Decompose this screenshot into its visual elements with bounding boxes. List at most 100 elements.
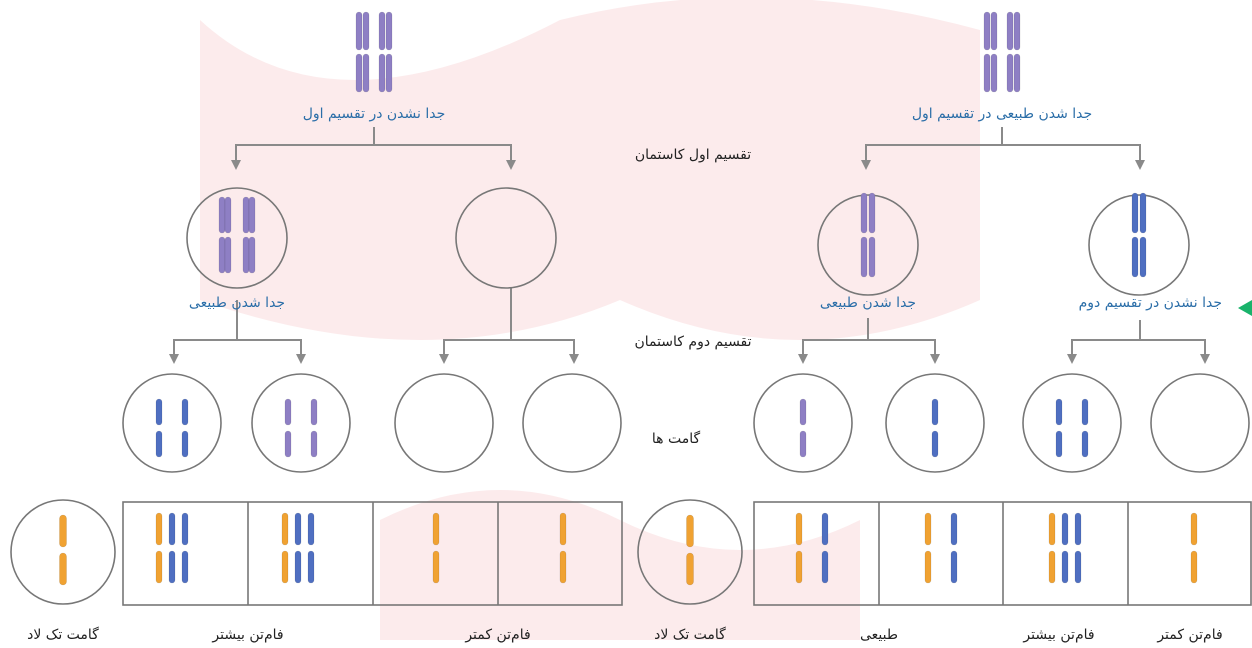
chromosome [686,514,694,548]
chromosome [983,11,991,51]
chromosome [248,236,256,274]
left-top-label: جدا نشدن در تقسیم اول [303,106,446,122]
chromosome [868,236,876,278]
cell-right-b-chromosomes [1131,192,1147,278]
chromosome [559,550,567,584]
chromosome [799,398,807,426]
monoploid-gamete-left-chromosome [59,514,67,586]
gamete-5 [753,373,853,473]
chromosome [559,512,567,546]
top-right-chromosomes [983,11,1021,93]
gamete-8 [1150,373,1250,473]
chromosome [821,550,829,584]
monoploid-gamete-right-chromosome [686,514,694,586]
chromosome [1139,236,1147,278]
chromosome [355,53,363,93]
chromosome [310,430,318,458]
chromosome [1081,430,1089,458]
chromosome [1074,550,1082,584]
left-monoploid-label: گامت تک لاد [27,626,99,643]
chromosome [355,11,363,51]
right-normal-label: جدا شدن طبیعی [820,295,916,311]
chromosome [1131,236,1139,278]
chromosome [1013,53,1021,93]
chromosome [1074,512,1082,546]
left-result-less: فام‌تن کمتر [464,627,530,643]
chromosome [181,550,189,584]
chromosome [155,398,163,426]
chromosome [686,552,694,586]
chromosome [242,196,250,234]
watermark-logo [200,0,980,640]
cell-right-a [817,194,919,296]
chromosome [1048,512,1056,546]
chromosome [983,53,991,93]
chromosome [950,512,958,546]
zygote-chromosomes [155,512,1198,584]
chromosome [378,53,386,93]
zygote-boxes-right [753,501,1252,606]
gamete-1-chromosomes [155,398,189,458]
chromosome [1055,430,1063,458]
chromosome [795,512,803,546]
chromosome [181,398,189,426]
chromosome [362,53,370,93]
right-result-more: فام‌تن بیشتر [1022,627,1094,643]
chromosome [931,430,939,458]
chromosome [281,550,289,584]
gamete-7 [1022,373,1122,473]
top-left-chromosomes [355,11,393,93]
chromosome [362,11,370,51]
chromosome [799,430,807,458]
right-result-normal: طبیعی [860,627,898,643]
chromosome [1055,398,1063,426]
chromosome [1139,192,1147,234]
chromosome [1190,550,1198,584]
chromosome [168,550,176,584]
chromosome [385,53,393,93]
chromosome [990,53,998,93]
cell-right-a-chromosomes [860,192,876,278]
meiosis-2-label: تقسیم دوم کاستمان [634,334,751,350]
chromosome [155,550,163,584]
chromosome [378,11,386,51]
chromosome [385,11,393,51]
left-result-more: فام‌تن بیشتر [211,627,283,643]
chromosome [181,430,189,458]
chromosome [868,192,876,234]
chromosome [1131,192,1139,234]
chromosome [284,398,292,426]
chromosome [224,236,232,274]
chromosome [294,512,302,546]
right-monoploid-label: گامت تک لاد [654,626,726,643]
chromosome [795,550,803,584]
arrows [169,127,1210,364]
chromosome [950,550,958,584]
chromosome [860,236,868,278]
chromosome [181,512,189,546]
gamete-7-chromosomes [1055,398,1089,458]
chromosome [218,196,226,234]
chromosome [1006,53,1014,93]
chromosome [294,550,302,584]
chromosome [218,236,226,274]
chromosome [924,512,932,546]
gamete-6-chromosomes [931,398,939,458]
chromosome [59,514,67,548]
chromosome [59,552,67,586]
gamete-2-chromosomes [284,398,318,458]
gamete-4 [522,373,622,473]
chromosome [1190,512,1198,546]
play-marker-icon [1238,300,1252,316]
chromosome [284,430,292,458]
chromosome [281,512,289,546]
chromosome [248,196,256,234]
chromosome [432,550,440,584]
chromosome [1061,512,1069,546]
right-nondisjunction-label: جدا نشدن در تقسیم دوم [1079,295,1222,311]
cell-left-duplicated-chromosomes [218,196,256,274]
chromosome [168,512,176,546]
zygote-boxes-left [122,501,623,606]
monoploid-gamete-left [10,499,116,605]
gamete-5-chromosomes [799,398,807,458]
